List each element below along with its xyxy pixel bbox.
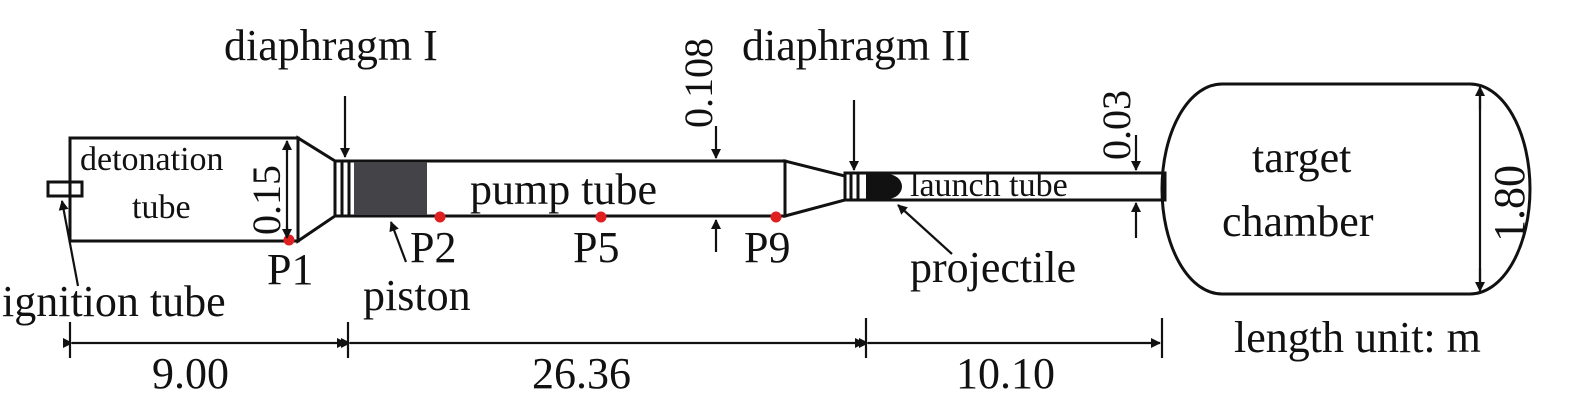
detonation-diameter-label: 0.15	[244, 165, 289, 235]
ignition-tube-label: ignition tube	[2, 277, 226, 326]
projectile-body	[866, 174, 902, 199]
detonation-nozzle	[296, 135, 337, 244]
launch-tube-body	[843, 171, 1167, 202]
piston-label: piston	[363, 271, 471, 320]
piston-leader	[389, 221, 408, 263]
detonation-tube-label-line2: tube	[132, 189, 191, 226]
sensor-p2-dot	[434, 211, 446, 223]
sensor-p1-label: P1	[267, 245, 313, 294]
launch-tube-label: launch tube	[910, 167, 1068, 204]
target-chamber-label-line2: chamber	[1222, 197, 1374, 246]
diaphragm-1-label: diaphragm I	[224, 21, 438, 70]
pump-tube-label: pump tube	[470, 165, 657, 214]
target-chamber-label-line1: target	[1252, 133, 1351, 182]
sensor-p2-label: P2	[410, 223, 456, 272]
sensor-p9-dot	[770, 211, 782, 223]
piston-body	[354, 162, 427, 215]
sensor-p5-label: P5	[573, 223, 619, 272]
target-chamber-body	[1160, 82, 1532, 296]
ignition-tube-body	[46, 180, 84, 198]
length-unit-label: length unit: m	[1234, 313, 1481, 362]
pump-nozzle	[783, 159, 847, 218]
pump-length-label: 26.36	[532, 349, 631, 398]
sensor-p5-dot	[595, 211, 607, 223]
detonation-length-label: 9.00	[152, 349, 229, 398]
sensor-p1-dot	[283, 234, 295, 246]
ignition-tube-leader	[58, 200, 80, 287]
pump-diameter-label: 0.108	[676, 38, 721, 128]
projectile-label: projectile	[910, 243, 1076, 292]
sensor-p9-label: P9	[744, 223, 790, 272]
launch-length-label: 10.10	[956, 349, 1055, 398]
chamber-diameter-label: 1.80	[1485, 165, 1534, 242]
diaphragm-2-label: diaphragm II	[742, 21, 970, 70]
detonation-tube-label-line1: detonation	[80, 141, 224, 178]
launch-diameter-label: 0.03	[1094, 90, 1139, 160]
projectile-leader	[897, 204, 953, 255]
